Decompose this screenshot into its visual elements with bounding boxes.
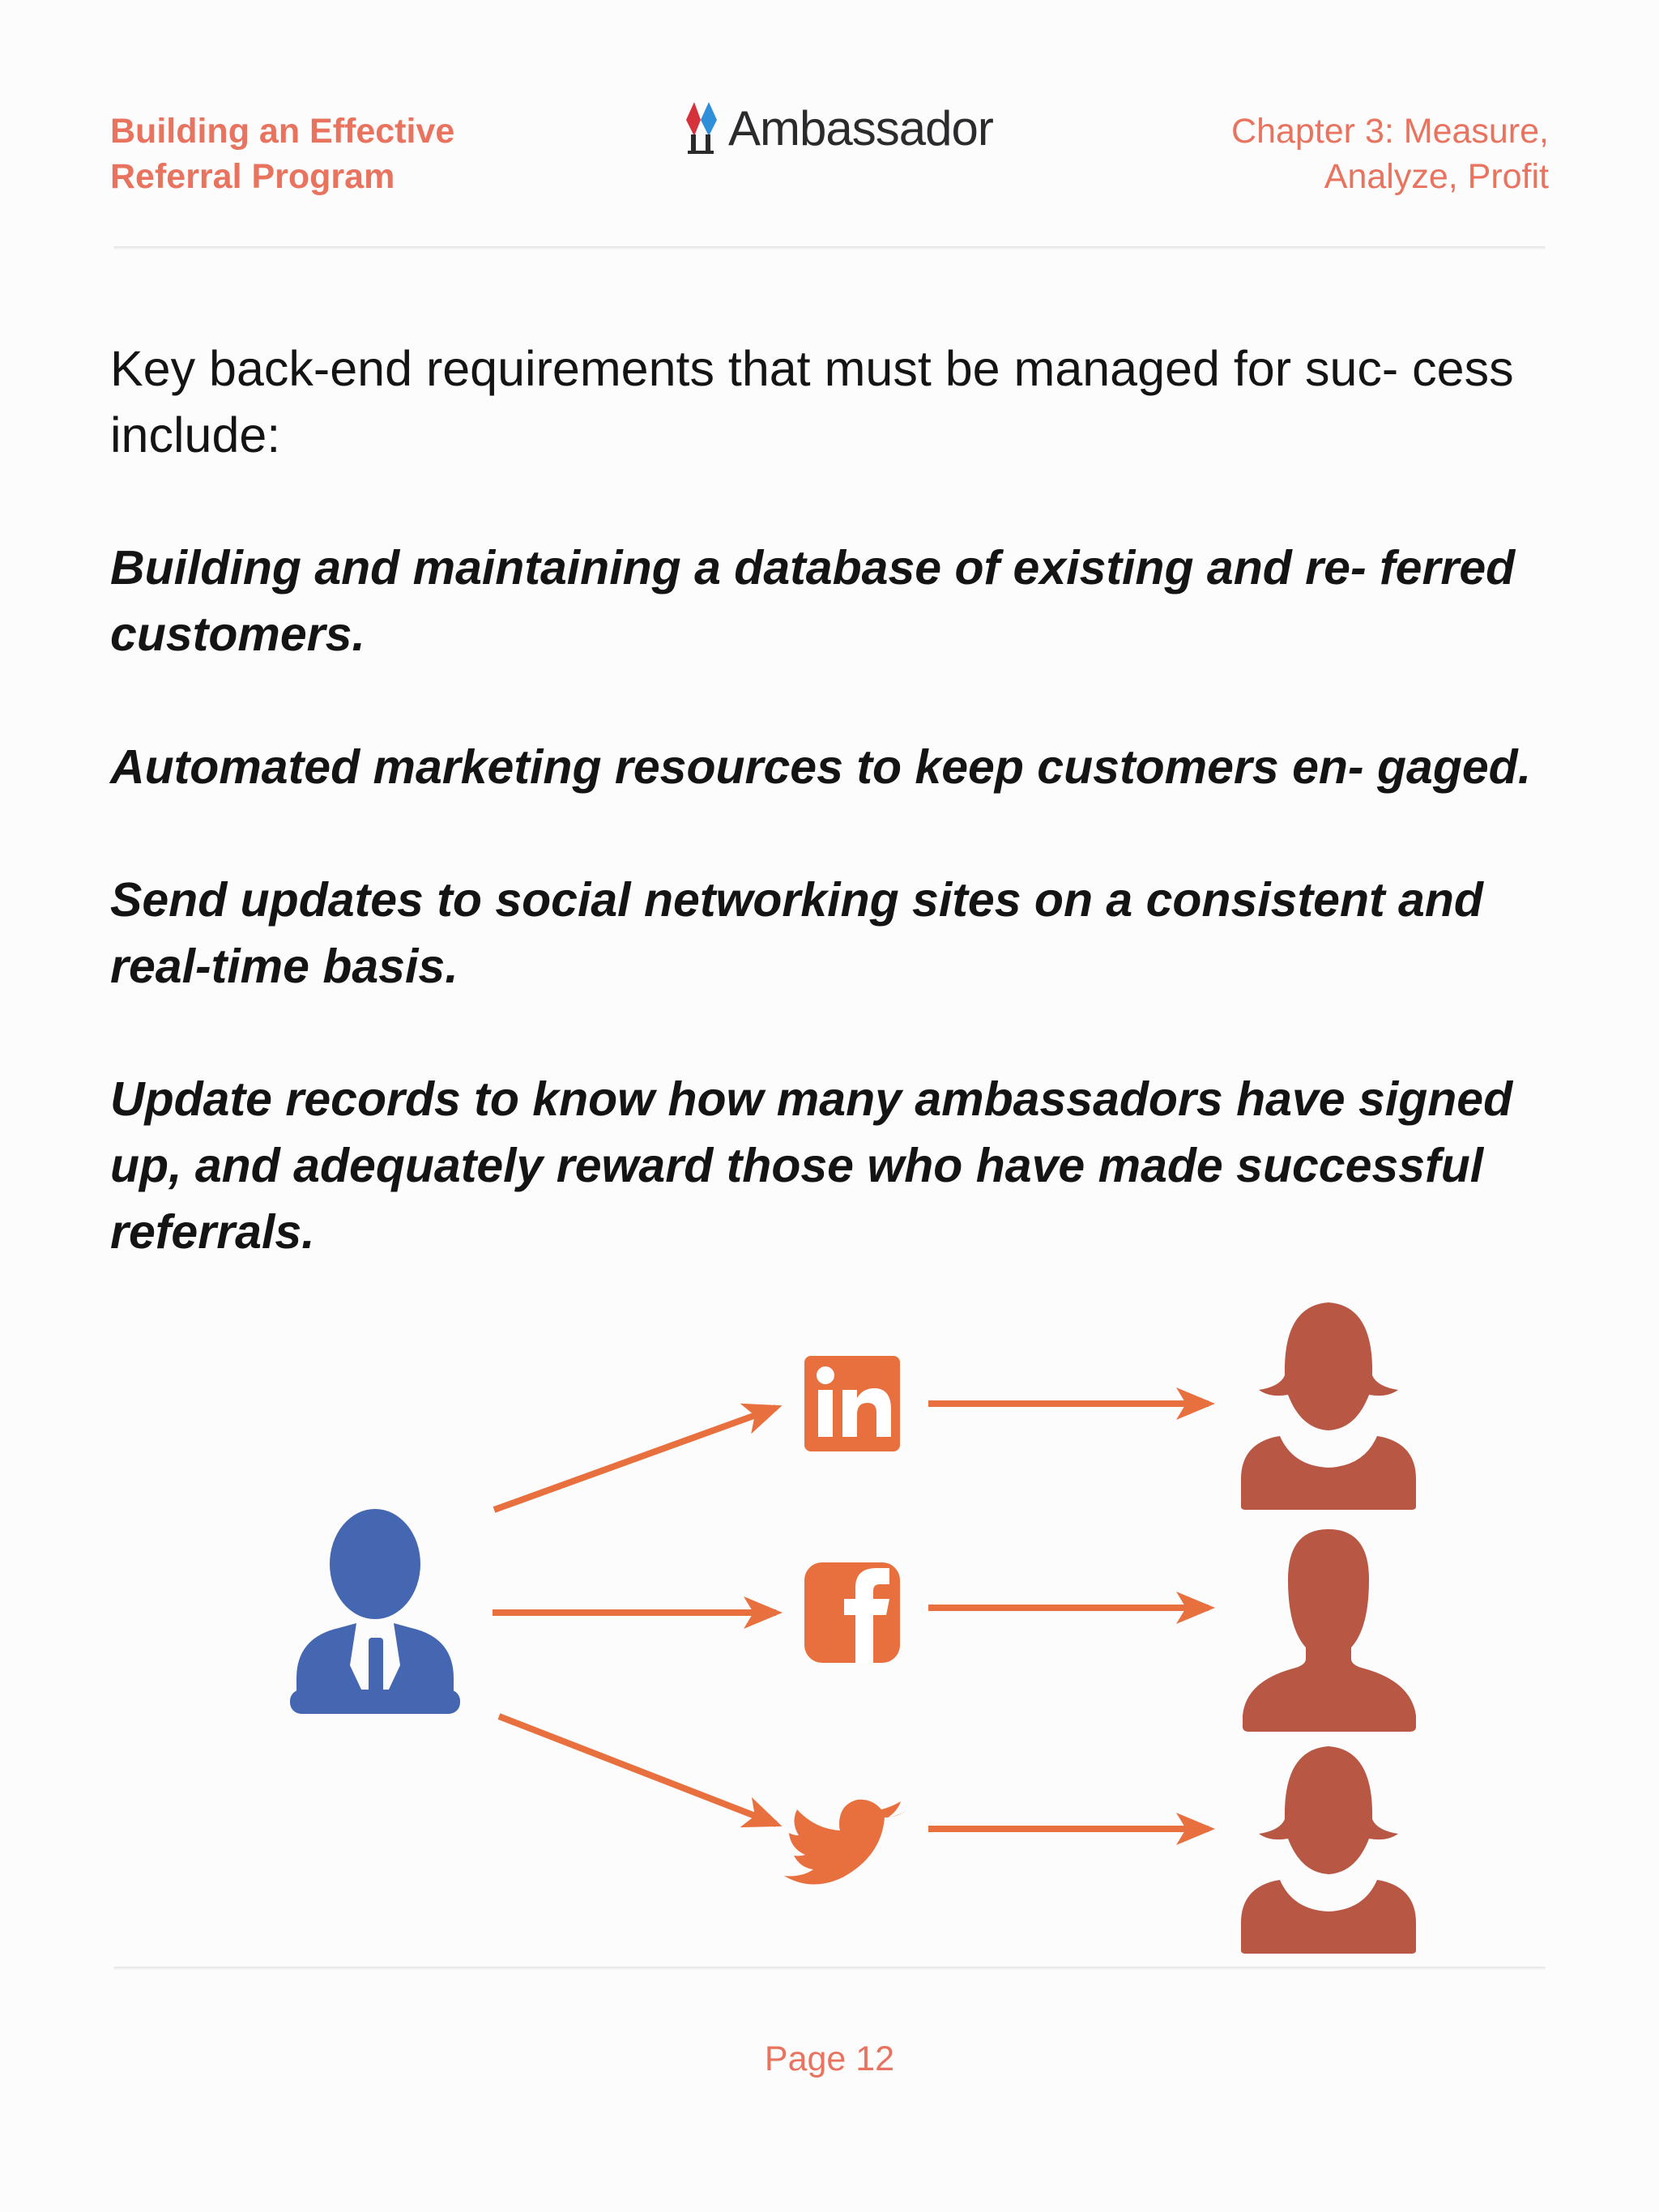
header-divider (113, 246, 1546, 249)
chapter-title-line2: Analyze, Profit (1324, 157, 1549, 196)
chapter-title-line1: Chapter 3: Measure, (1231, 112, 1549, 151)
ambassador-logo: Ambassador (683, 97, 994, 159)
referral-flow-diagram (290, 1302, 1416, 1954)
footer-divider (113, 1967, 1546, 1970)
requirement-item: Update records to know how many ambassad… (110, 1072, 1513, 1259)
intro-paragraph: Key back-end requirements that must be m… (110, 341, 1514, 462)
requirement-item: Building and maintaining a database of e… (110, 541, 1516, 661)
requirement-item: Send updates to social networking sites … (110, 873, 1483, 993)
document-title-line2: Referral Program (110, 157, 395, 196)
page-number: Page 12 (764, 2039, 895, 2078)
male-user-icon (1243, 1529, 1416, 1732)
document-title-line1: Building an Effective (110, 112, 455, 151)
linkedin-icon (804, 1356, 900, 1451)
document-title: Building an Effective Referral Program (110, 109, 454, 199)
requirement-item: Automated marketing resources to keep cu… (110, 740, 1532, 794)
female-user-icon (1241, 1302, 1416, 1510)
female-user-icon (1241, 1746, 1416, 1954)
ambassador-logo-icon (686, 102, 717, 154)
chapter-title: Chapter 3: Measure, Analyze, Profit (1231, 109, 1549, 199)
businessman-icon (290, 1509, 460, 1714)
brand-name: Ambassador (728, 100, 994, 156)
page-body: Key back-end requirements that must be m… (110, 335, 1560, 1332)
arrow-to-linkedin (493, 1403, 783, 1513)
twitter-icon (784, 1799, 906, 1885)
arrow-to-twitter (497, 1713, 783, 1828)
facebook-icon (804, 1562, 900, 1663)
